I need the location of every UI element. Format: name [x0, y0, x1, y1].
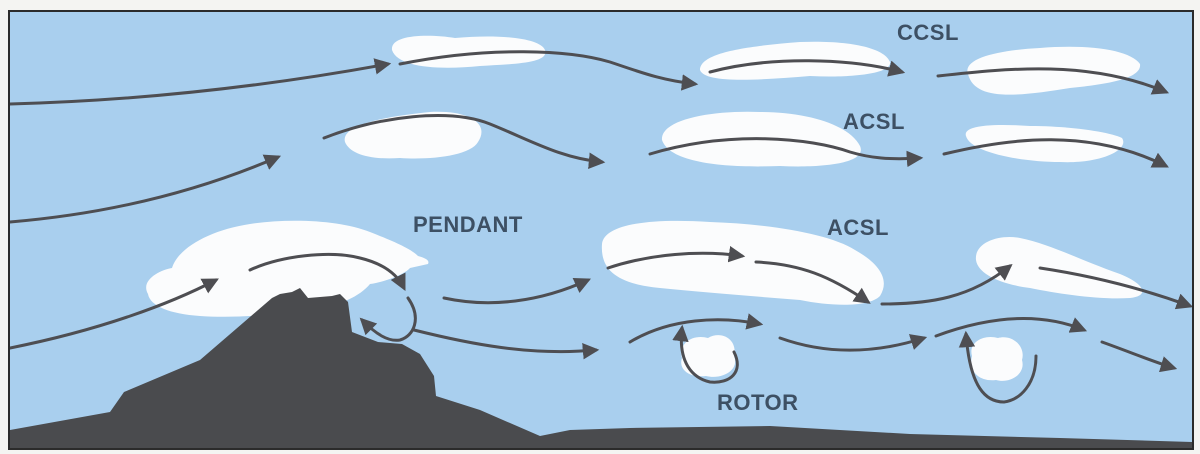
airflow-arrow — [936, 319, 1084, 336]
airflow-scene — [10, 12, 1192, 448]
airflow-arrow — [10, 64, 388, 104]
acsl-upper-label: ACSL — [843, 109, 905, 135]
airflow-arrow — [1102, 342, 1174, 368]
airflow-arrow — [780, 338, 924, 350]
airflow-arrow — [362, 298, 415, 340]
cloud-rotor-2 — [971, 337, 1022, 381]
airflow-arrow — [444, 280, 588, 303]
airflow-arrow — [414, 330, 596, 352]
acsl-lower-label: ACSL — [827, 215, 889, 241]
rotor-label: ROTOR — [717, 390, 799, 416]
airflow-arrow — [400, 52, 695, 84]
ccsl-label: CCSL — [897, 20, 959, 46]
pendant-label: PENDANT — [413, 212, 523, 238]
diagram-frame: CCSL ACSL PENDANT ACSL ROTOR — [8, 10, 1194, 450]
airflow-arrow — [10, 157, 278, 222]
cloud-mid-1 — [345, 112, 482, 159]
cloud-low-2 — [976, 237, 1142, 298]
